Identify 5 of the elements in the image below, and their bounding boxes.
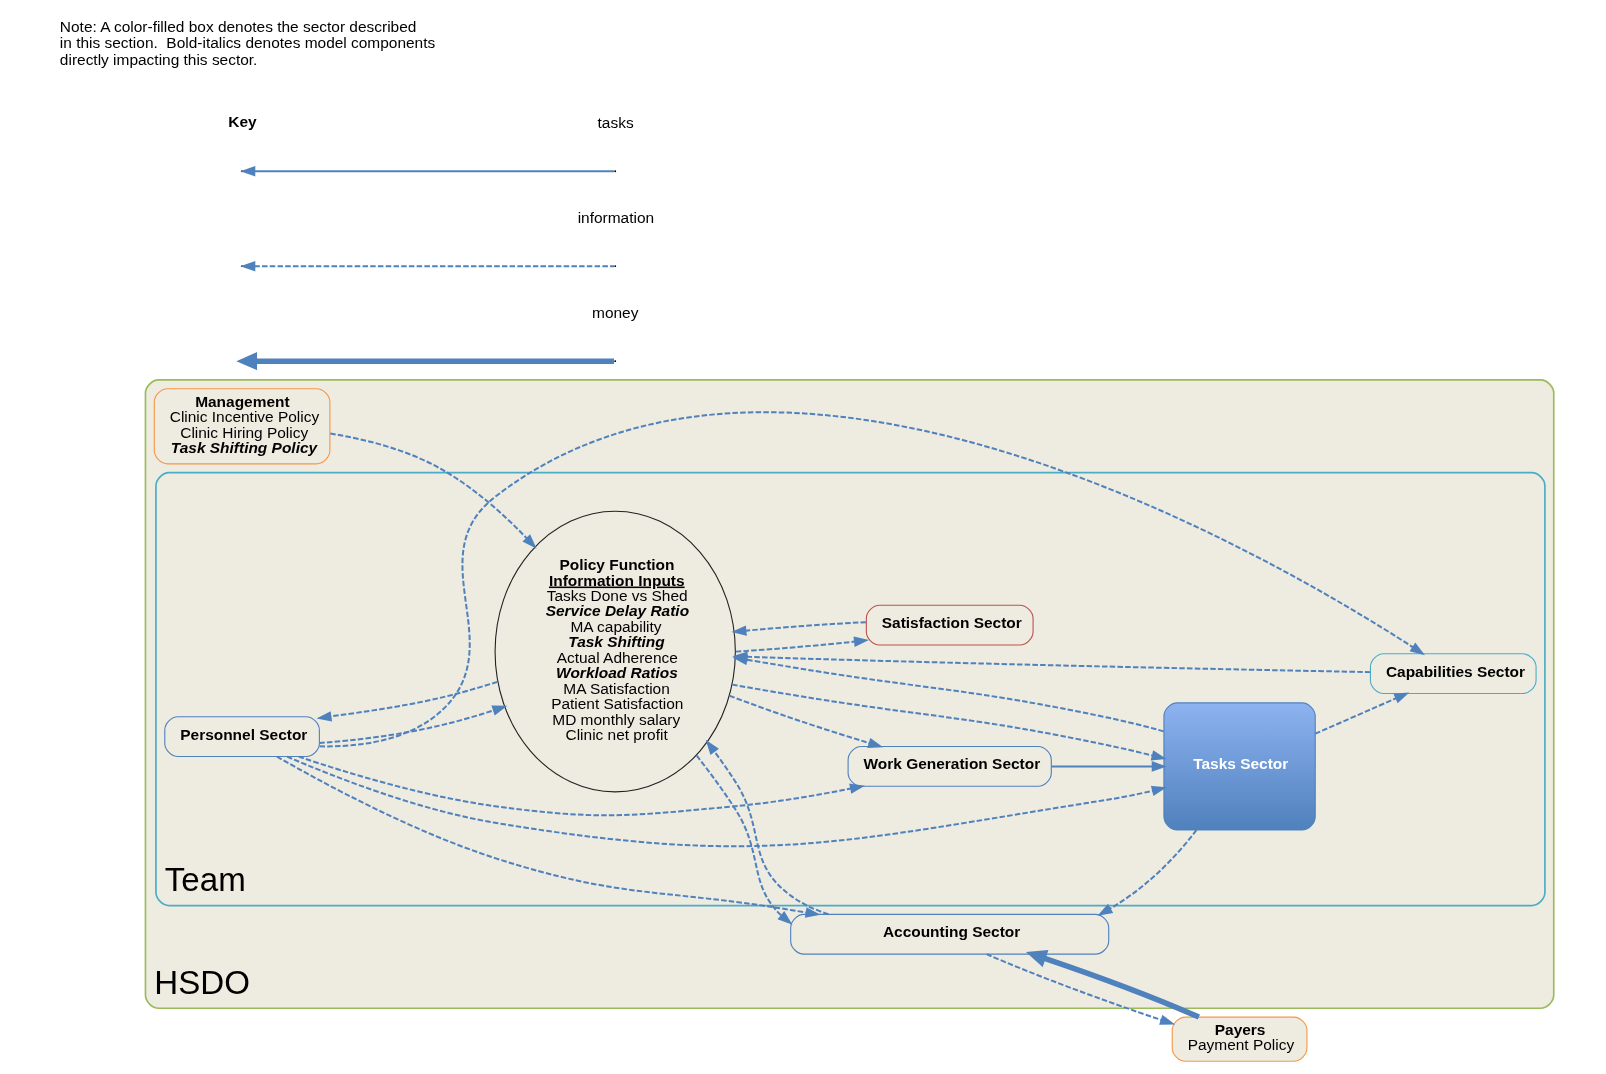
legend-label: information xyxy=(577,208,654,226)
legend-label: money xyxy=(591,303,638,321)
legend-label: tasks xyxy=(597,113,634,131)
label: Note: A color-filled box denotes the sector described in this section. Bold-italics denotes model components directly impacting this sector. xyxy=(59,17,435,68)
label: Key xyxy=(227,112,257,130)
